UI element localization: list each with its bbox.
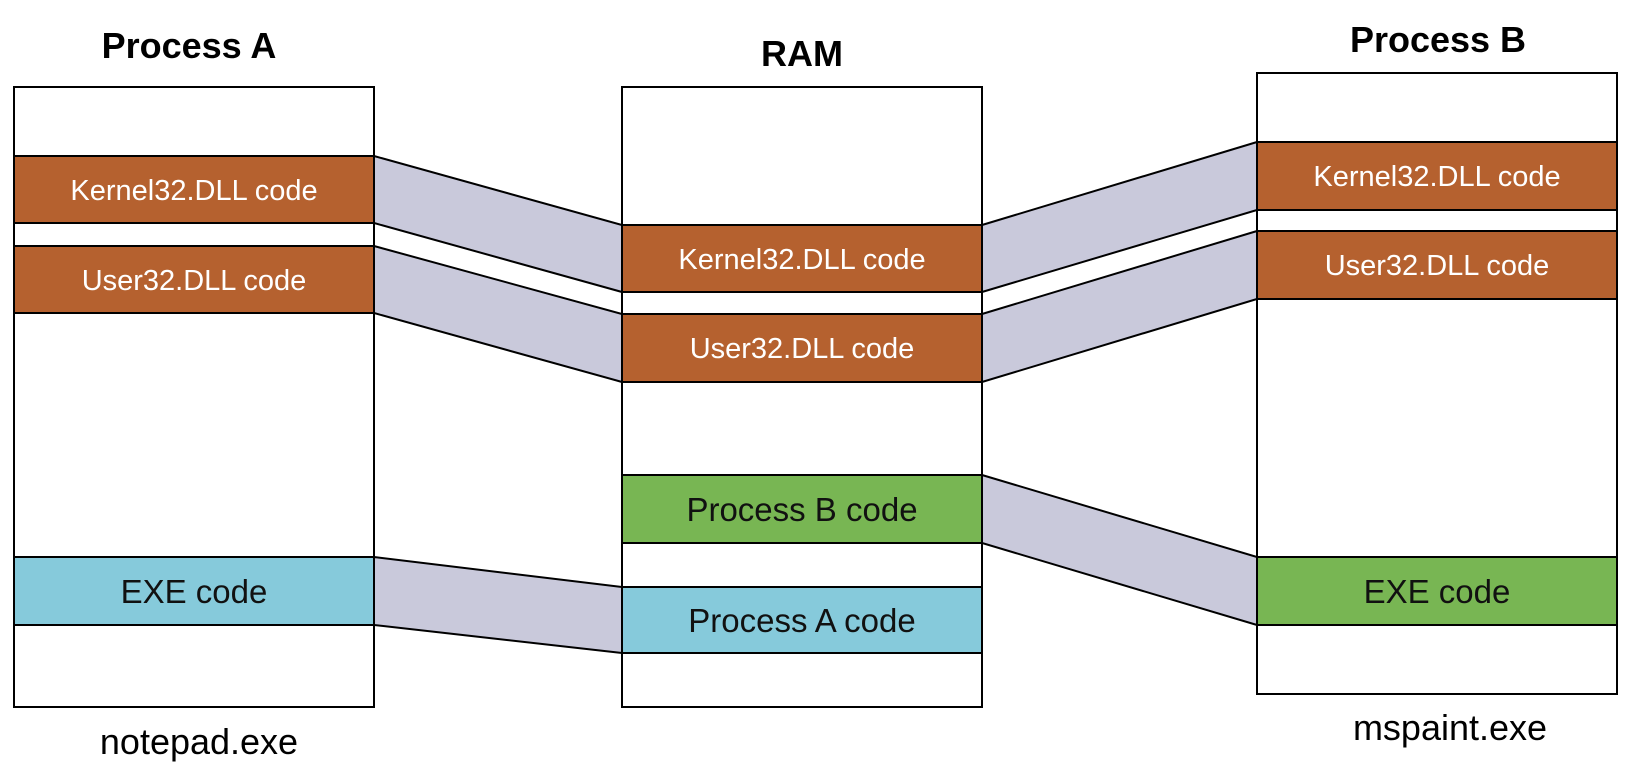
process-b-user32-segment [1256, 230, 1618, 300]
ram-title: RAM [761, 33, 843, 74]
process-a-title: Process A [102, 25, 277, 66]
process-a-kernel32-segment [13, 155, 375, 224]
process-a-kernel32-label: Kernel32.DLL code [70, 175, 317, 207]
ram-process-b-segment [621, 474, 983, 544]
process-a-exe-segment [13, 556, 375, 626]
process-b-user32-label: User32.DLL code [1325, 250, 1550, 282]
ram-process-b-label: Process B code [686, 491, 917, 528]
process-b-exe-segment [1256, 556, 1618, 626]
process-a-user32-label: User32.DLL code [82, 265, 307, 297]
ram-column: RAM Kernel32.DLL code User32.DLL code Pr… [621, 33, 983, 708]
process-a-caption: notepad.exe [100, 721, 298, 762]
process-b-kernel32-label: Kernel32.DLL code [1313, 161, 1560, 193]
process-b-title: Process B [1350, 19, 1526, 60]
process-b-column: Process B Kernel32.DLL code User32.DLL c… [1256, 19, 1618, 748]
process-b-caption: mspaint.exe [1353, 707, 1547, 748]
process-b-kernel32-segment [1256, 141, 1618, 211]
band-ram-processb-to-b-exe [981, 473, 1258, 627]
ram-process-a-label: Process A code [688, 602, 915, 639]
ram-user32-segment [621, 313, 983, 383]
process-a-column: Process A Kernel32.DLL code User32.DLL c… [13, 25, 375, 762]
process-b-exe-label: EXE code [1364, 573, 1511, 610]
ram-kernel32-label: Kernel32.DLL code [678, 244, 925, 276]
band-a-exe-to-ram [373, 555, 623, 655]
ram-kernel32-segment [621, 224, 983, 293]
ram-process-a-segment [621, 586, 983, 654]
process-a-user32-segment [13, 245, 375, 314]
ram-user32-label: User32.DLL code [690, 333, 915, 365]
process-a-exe-label: EXE code [121, 573, 268, 610]
